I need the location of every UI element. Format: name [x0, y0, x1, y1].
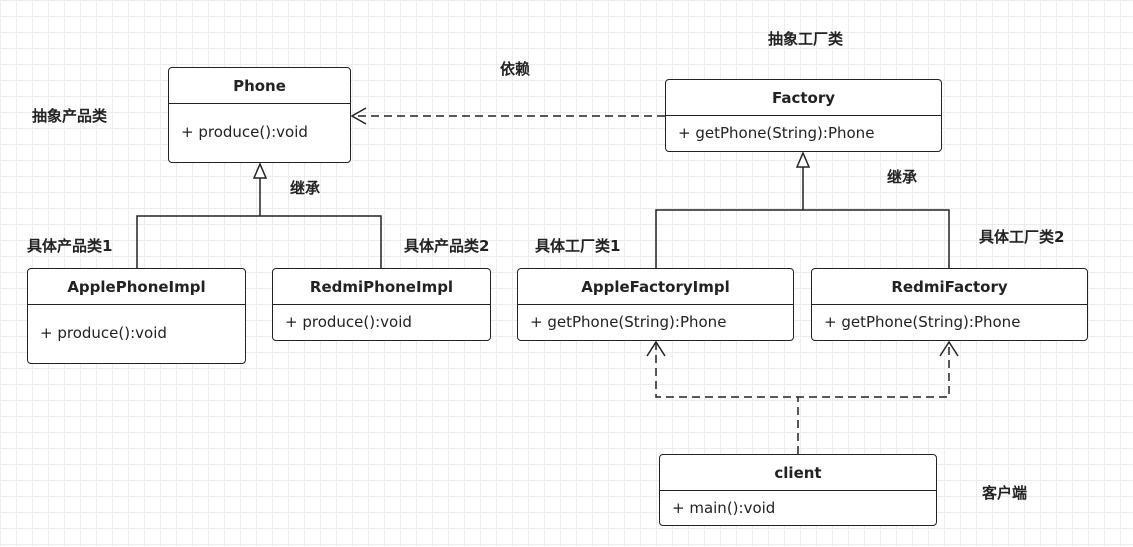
label-client-side: 客户端: [982, 484, 1028, 502]
label-concrete-factory-1: 具体工厂类1: [535, 237, 621, 255]
inherit-line-factories: [655, 209, 950, 268]
inherit-line-apple-phone: [136, 215, 382, 268]
class-factory-method: + getPhone(String):Phone: [678, 124, 875, 142]
class-client-name: client: [660, 455, 936, 491]
class-redmi-factory-method: + getPhone(String):Phone: [824, 313, 1021, 331]
client-dependency-branch: [655, 342, 950, 398]
inherit-arrowhead-phone: [252, 162, 268, 179]
label-concrete-factory-2: 具体工厂类2: [979, 228, 1065, 246]
class-apple-factory-impl[interactable]: AppleFactoryImpl + getPhone(String):Phon…: [517, 268, 794, 341]
class-apple-phone-impl-method: + produce():void: [40, 324, 167, 342]
label-dependency: 依赖: [500, 60, 531, 78]
class-phone[interactable]: Phone + produce():void: [168, 67, 351, 163]
label-concrete-product-1: 具体产品类1: [27, 237, 113, 255]
class-redmi-factory[interactable]: RedmiFactory + getPhone(String):Phone: [811, 268, 1088, 341]
class-apple-phone-impl-name: ApplePhoneImpl: [28, 269, 245, 305]
client-arrowhead-apple-factory: [646, 340, 666, 357]
class-client[interactable]: client + main():void: [659, 454, 937, 526]
label-abstract-product: 抽象产品类: [32, 107, 108, 125]
class-apple-phone-impl[interactable]: ApplePhoneImpl + produce():void: [27, 268, 246, 364]
class-factory-name: Factory: [666, 80, 941, 116]
label-inherit-product: 继承: [290, 179, 321, 197]
label-inherit-factory: 继承: [887, 168, 918, 186]
inherit-arrowhead-factory: [795, 151, 811, 168]
class-apple-factory-impl-method: + getPhone(String):Phone: [530, 313, 727, 331]
client-arrowhead-redmi-factory: [939, 340, 959, 357]
class-redmi-factory-name: RedmiFactory: [812, 269, 1087, 305]
class-redmi-phone-impl-name: RedmiPhoneImpl: [273, 269, 490, 305]
dependency-arrowhead: [350, 107, 367, 125]
class-phone-name: Phone: [169, 68, 350, 104]
class-apple-factory-impl-name: AppleFactoryImpl: [518, 269, 793, 305]
label-abstract-factory: 抽象工厂类: [768, 30, 844, 48]
class-factory[interactable]: Factory + getPhone(String):Phone: [665, 79, 942, 152]
class-phone-method: + produce():void: [181, 123, 308, 141]
label-concrete-product-2: 具体产品类2: [404, 237, 490, 255]
class-redmi-phone-impl[interactable]: RedmiPhoneImpl + produce():void: [272, 268, 491, 341]
class-client-method: + main():void: [672, 499, 776, 517]
class-redmi-phone-impl-method: + produce():void: [285, 313, 412, 331]
